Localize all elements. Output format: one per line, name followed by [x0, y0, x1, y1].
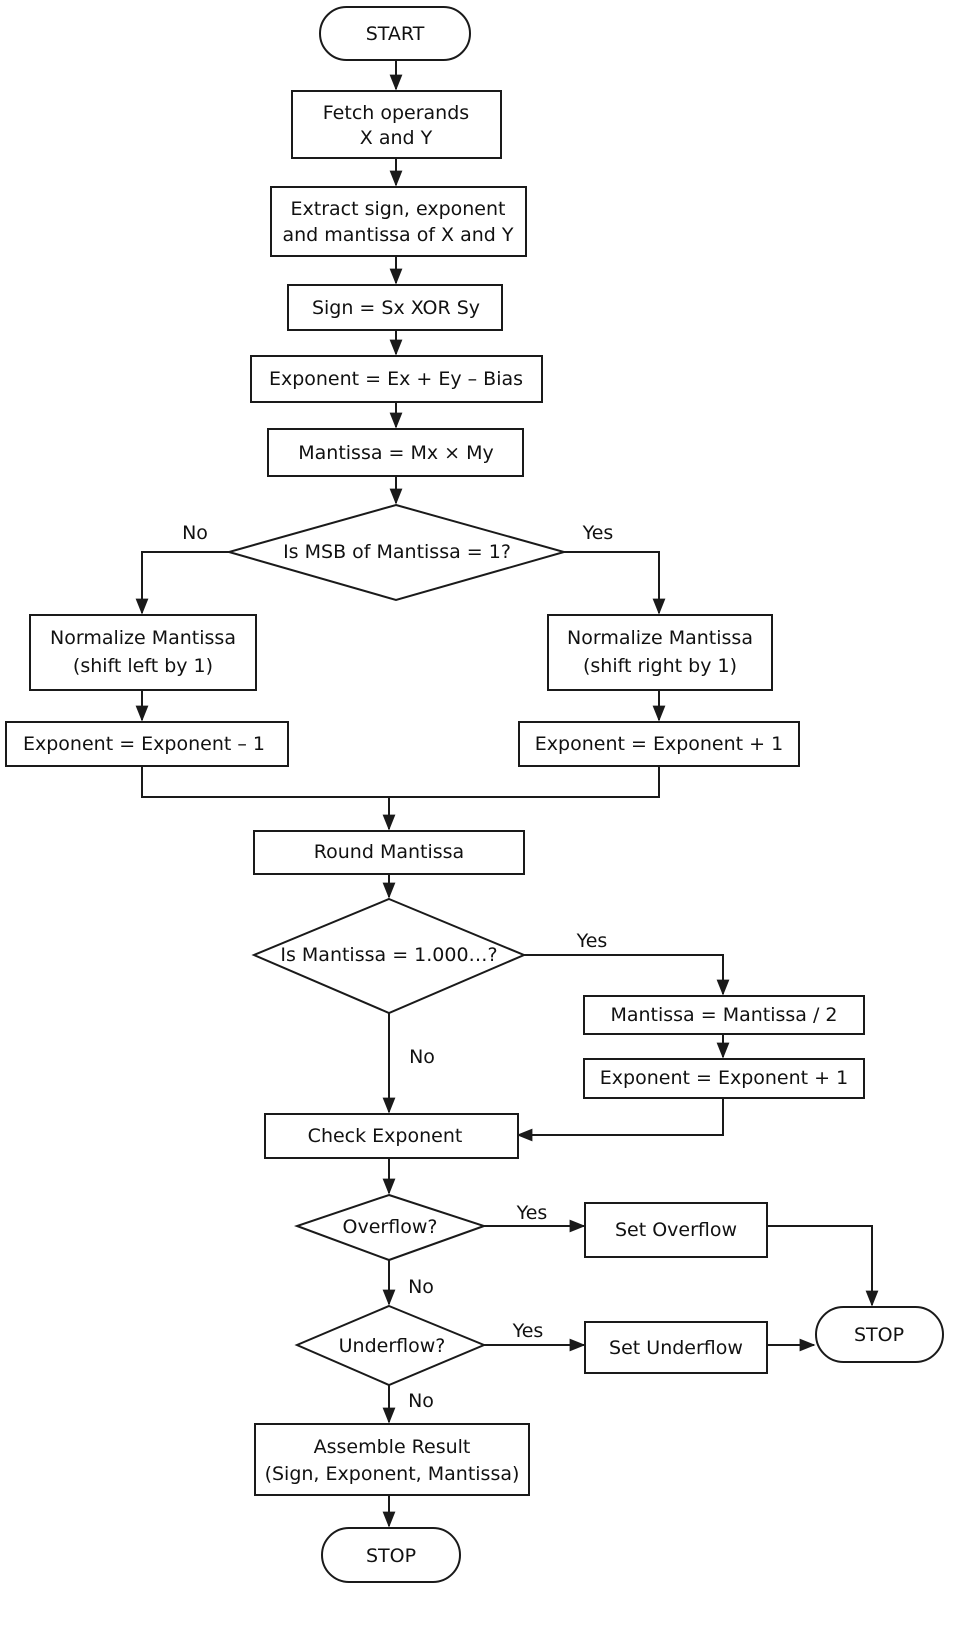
exponent-increment-2-box	[583, 1058, 865, 1099]
normalize-left-box	[29, 614, 257, 691]
underflow-yes-label: Yes	[512, 1320, 544, 1342]
shapes	[5, 6, 944, 1583]
msb-yes-label: Yes	[582, 522, 614, 544]
overflow-yes-label: Yes	[516, 1202, 548, 1224]
normalize-right-box	[547, 614, 773, 691]
start-terminal	[319, 6, 471, 61]
mantissa-half-box	[583, 995, 865, 1035]
check-exponent-label: Check Exponent	[308, 1125, 463, 1147]
merge-line	[141, 766, 660, 798]
set-underflow-box	[584, 1321, 768, 1374]
exponent-increment-2-label: Exponent = Exponent + 1	[600, 1067, 848, 1089]
exponent-label: Exponent = Ex + Ey – Bias	[269, 368, 523, 390]
stop-label: STOP	[366, 1545, 416, 1567]
normalize-left-label-line1: Normalize Mantissa	[50, 627, 236, 649]
mantissa-label: Mantissa = Mx × My	[298, 442, 494, 464]
arrow-msb-yes-branch	[564, 551, 666, 615]
normalize-right-label-line1: Normalize Mantissa	[567, 627, 753, 649]
exponent-box	[250, 355, 543, 403]
stop-right-terminal	[815, 1306, 944, 1363]
normalize-right-label-line2: (shift right by 1)	[583, 655, 737, 677]
overflow-decision-diamond	[293, 1193, 488, 1262]
exponent-decrement-label: Exponent = Exponent – 1	[23, 733, 265, 755]
underflow-decision-diamond	[294, 1304, 487, 1387]
underflow-no-label: No	[408, 1390, 434, 1412]
assemble-box	[254, 1423, 530, 1496]
extract-label-line2: and mantissa of X and Y	[283, 224, 514, 246]
exponent-decrement-box	[5, 721, 289, 767]
connectors	[135, 60, 879, 1528]
arrow-mant-yes-branch	[524, 954, 730, 996]
set-overflow-label: Set Overflow	[615, 1219, 737, 1241]
extract-box	[270, 186, 527, 257]
round-label: Round Mantissa	[314, 841, 464, 863]
stop-right-label: STOP	[854, 1324, 904, 1346]
fetch-box	[291, 90, 502, 159]
sign-box	[287, 284, 503, 331]
overflow-decision-label: Overflow?	[343, 1216, 438, 1238]
arrow-setoverflow-to-stop	[767, 1225, 879, 1307]
extract-label-line1: Extract sign, exponent	[291, 198, 506, 220]
underflow-decision-label: Underflow?	[339, 1335, 446, 1357]
fetch-label-line1: Fetch operands	[323, 102, 469, 124]
stop-terminal	[321, 1527, 461, 1583]
exponent-increment-box	[518, 721, 800, 767]
mantissa-decision-label: Is Mantissa = 1.000…?	[280, 944, 497, 966]
exponent-increment-label: Exponent = Exponent + 1	[535, 733, 783, 755]
msb-decision-label: Is MSB of Mantissa = 1?	[283, 541, 511, 563]
normalize-left-label-line2: (shift left by 1)	[73, 655, 213, 677]
mantissa-box	[267, 428, 524, 477]
arrow-msb-no-branch	[135, 551, 229, 615]
assemble-label-line1: Assemble Result	[314, 1436, 471, 1458]
set-underflow-label: Set Underflow	[609, 1337, 743, 1359]
sign-label: Sign = Sx XOR Sy	[312, 297, 480, 319]
round-box	[253, 830, 525, 875]
fetch-label-line2: X and Y	[360, 127, 433, 149]
edge-labels: No Yes Yes No Yes No Yes No	[182, 522, 613, 1412]
mantissa-no-label: No	[409, 1046, 435, 1068]
node-labels: START Fetch operands X and Y Extract sig…	[23, 23, 904, 1567]
check-exponent-box	[264, 1113, 519, 1159]
msb-decision-diamond	[225, 503, 568, 602]
start-label: START	[366, 23, 425, 45]
mantissa-half-label: Mantissa = Mantissa / 2	[610, 1004, 837, 1026]
mantissa-yes-label: Yes	[576, 930, 608, 952]
arrow-expinc2-to-check	[516, 1098, 724, 1142]
set-overflow-box	[584, 1202, 768, 1258]
overflow-no-label: No	[408, 1276, 434, 1298]
msb-no-label: No	[182, 522, 208, 544]
mantissa-decision-diamond	[251, 897, 527, 1015]
assemble-label-line2: (Sign, Exponent, Mantissa)	[265, 1463, 520, 1485]
